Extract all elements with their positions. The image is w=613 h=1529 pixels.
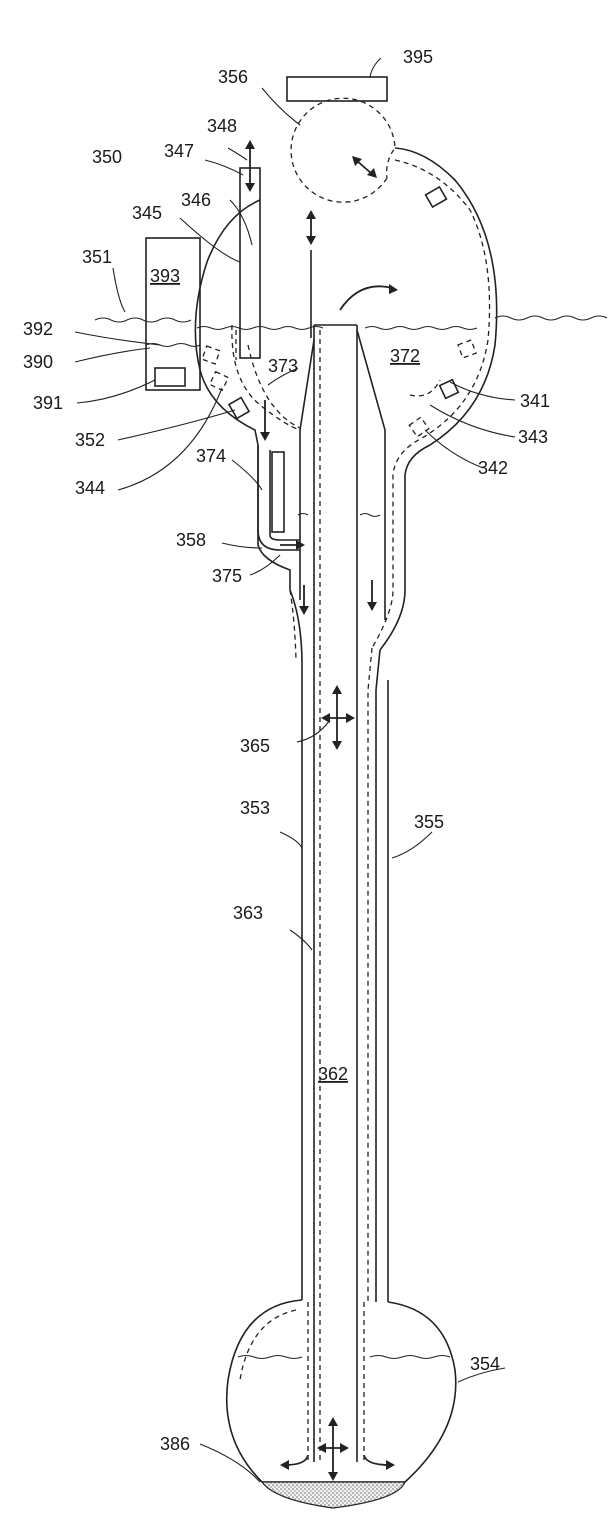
label-374: 374 xyxy=(196,446,226,466)
label-386: 386 xyxy=(160,1434,190,1454)
label-365: 365 xyxy=(240,736,270,756)
component-right-2 xyxy=(440,380,459,399)
label-342: 342 xyxy=(478,458,508,478)
label-353: 353 xyxy=(240,798,270,818)
label-352: 352 xyxy=(75,430,105,450)
leader-lines xyxy=(75,58,515,1482)
inner-liquid-surface xyxy=(197,327,477,330)
label-355: 355 xyxy=(414,812,444,832)
label-350: 350 xyxy=(92,147,122,167)
label-356: 356 xyxy=(218,67,248,87)
top-sphere-356 xyxy=(291,98,395,202)
upper-chamber-shell-right xyxy=(380,148,497,650)
label-375: 375 xyxy=(212,566,242,586)
label-373: 373 xyxy=(268,356,298,376)
label-346: 346 xyxy=(181,190,211,210)
outer-water-surface xyxy=(95,316,607,322)
label-391: 391 xyxy=(33,393,63,413)
top-plate-395 xyxy=(287,77,387,101)
label-351: 351 xyxy=(82,247,112,267)
label-345: 345 xyxy=(132,203,162,223)
sediment-386 xyxy=(262,1482,405,1508)
label-362: 362 xyxy=(318,1064,348,1084)
label-372: 372 xyxy=(390,346,420,366)
funnel-372 xyxy=(357,330,385,620)
bottom-sphere-354 xyxy=(227,1300,456,1482)
label-363: 363 xyxy=(233,903,263,923)
label-393: 393 xyxy=(150,266,180,286)
side-tube-374 xyxy=(258,445,300,550)
outer-shaft-353 xyxy=(258,445,302,1300)
label-343: 343 xyxy=(518,427,548,447)
label-347: 347 xyxy=(164,141,194,161)
upper-chamber-inner-left xyxy=(232,325,300,430)
label-341: 341 xyxy=(520,391,550,411)
bottom-sphere-inner xyxy=(240,1310,296,1380)
component-342 xyxy=(409,417,428,436)
component-left-1 xyxy=(202,346,220,364)
side-box-component-391 xyxy=(155,368,185,386)
label-395: 395 xyxy=(403,47,433,67)
component-left-2 xyxy=(210,372,229,391)
component-341 xyxy=(458,340,476,358)
label-348: 348 xyxy=(207,116,237,136)
label-358: 358 xyxy=(176,530,206,550)
label-344: 344 xyxy=(75,478,105,498)
label-392: 392 xyxy=(23,319,53,339)
component-top-right xyxy=(426,187,447,207)
label-354: 354 xyxy=(470,1354,500,1374)
label-390: 390 xyxy=(23,352,53,372)
